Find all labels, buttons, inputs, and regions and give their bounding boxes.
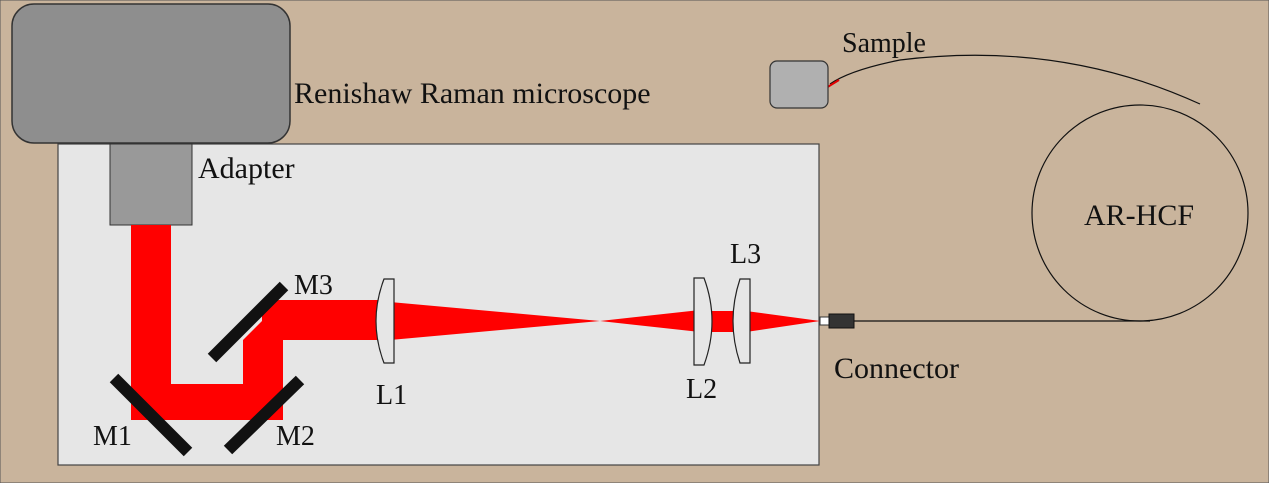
lens-l2 [693,277,713,366]
sample [769,60,829,109]
connector-ferrule [819,316,830,326]
beam-diverge-l2 [600,310,700,332]
beam-focus-l1 [390,302,600,340]
fiber-coil [1031,104,1249,322]
sample-label: Sample [842,28,926,59]
connector-label: Connector [834,352,959,385]
mirror-m3 [207,281,289,363]
beam-path-lower [131,225,283,420]
fiber-to-sample [829,54,1201,105]
lens-l3-label: L3 [730,239,761,270]
mirror-m1 [109,373,193,457]
mirror-m1-label: M1 [93,421,132,452]
adapter-label: Adapter [198,152,295,185]
fiber-label: AR-HCF [1084,199,1194,232]
adapter [109,143,193,226]
connector-body [828,313,855,329]
lens-l3 [732,278,751,364]
mirror-m2 [223,375,305,455]
microscope-label: Renishaw Raman microscope [294,77,651,110]
mirror-m2-label: M2 [276,421,315,452]
lens-l2-label: L2 [686,374,717,405]
raman-microscope [11,3,291,144]
beam-focus-l3 [746,311,820,332]
lens-l1 [375,278,395,364]
beam-m3-to-l1 [262,300,384,340]
mirror-m3-label: M3 [294,270,333,301]
lens-l1-label: L1 [376,380,407,411]
